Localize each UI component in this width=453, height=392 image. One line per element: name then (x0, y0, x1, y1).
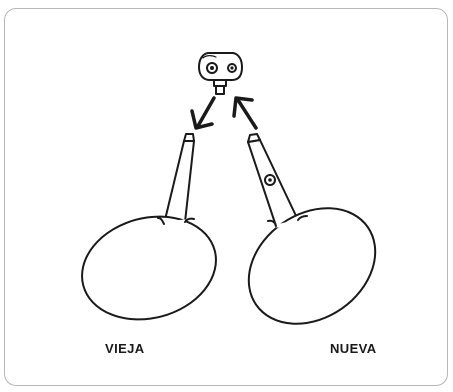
arrow-down-left-icon (190, 96, 216, 130)
new-label: NUEVA (330, 341, 377, 356)
new-part (247, 133, 377, 325)
arrow-up-left-icon (232, 96, 258, 130)
old-label: VIEJA (105, 341, 145, 356)
old-part (81, 133, 217, 321)
valve-connector-icon (198, 52, 243, 95)
